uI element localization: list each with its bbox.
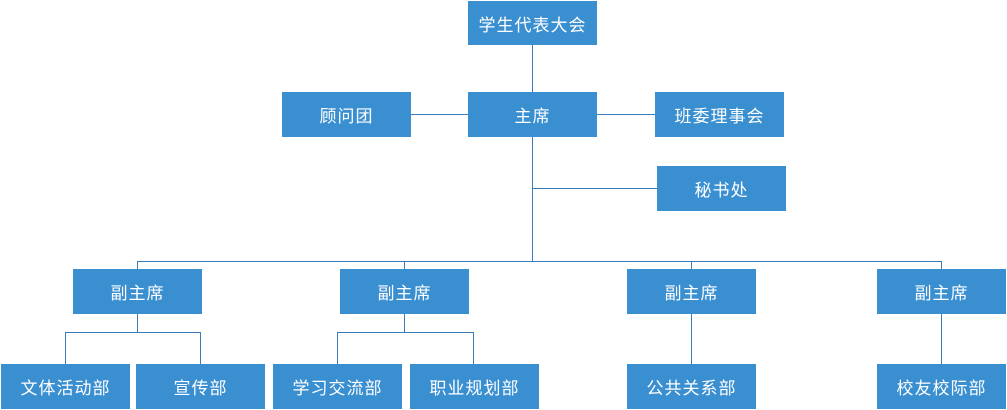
connector-vice-chair-2 — [404, 261, 405, 269]
connector-vc1-down — [137, 314, 138, 332]
connector-vice-chair-4 — [941, 261, 942, 269]
connector-vc1-left — [65, 332, 66, 364]
connector-advisors-chairman — [411, 114, 468, 115]
connector-vice-chair-bus — [137, 261, 942, 262]
connector-vc1-bus — [65, 332, 201, 333]
connector-vc2-right — [473, 332, 474, 364]
connector-chairman-council — [597, 114, 655, 115]
node-vice-chair-2: 副主席 — [340, 269, 469, 314]
connector-vc1-right — [200, 332, 201, 364]
node-vice-chair-4: 副主席 — [877, 269, 1006, 314]
node-dept-alumni: 校友校际部 — [877, 364, 1006, 409]
node-dept-publicity: 宣传部 — [136, 364, 265, 409]
connector-vc4-down — [941, 314, 942, 364]
node-congress: 学生代表大会 — [468, 1, 597, 45]
connector-vice-chair-1 — [137, 261, 138, 269]
connector-vice-chair-3 — [691, 261, 692, 269]
node-dept-learning: 学习交流部 — [273, 364, 402, 409]
connector-vc2-down — [404, 314, 405, 332]
connector-vc2-left — [337, 332, 338, 364]
node-advisors: 顾问团 — [282, 92, 411, 137]
node-class-council: 班委理事会 — [655, 92, 784, 137]
connector-vc2-bus — [337, 332, 474, 333]
connector-congress-chairman — [532, 45, 533, 92]
node-chairman: 主席 — [468, 92, 597, 137]
node-secretariat: 秘书处 — [657, 166, 786, 211]
connector-vc3-down — [691, 314, 692, 364]
node-vice-chair-3: 副主席 — [627, 269, 756, 314]
connector-secretariat — [532, 188, 657, 189]
node-vice-chair-1: 副主席 — [73, 269, 202, 314]
node-dept-culture-sports: 文体活动部 — [1, 364, 130, 409]
connector-chairman-trunk — [532, 137, 533, 261]
node-dept-public-relations: 公共关系部 — [627, 364, 756, 409]
node-dept-career: 职业规划部 — [410, 364, 539, 409]
